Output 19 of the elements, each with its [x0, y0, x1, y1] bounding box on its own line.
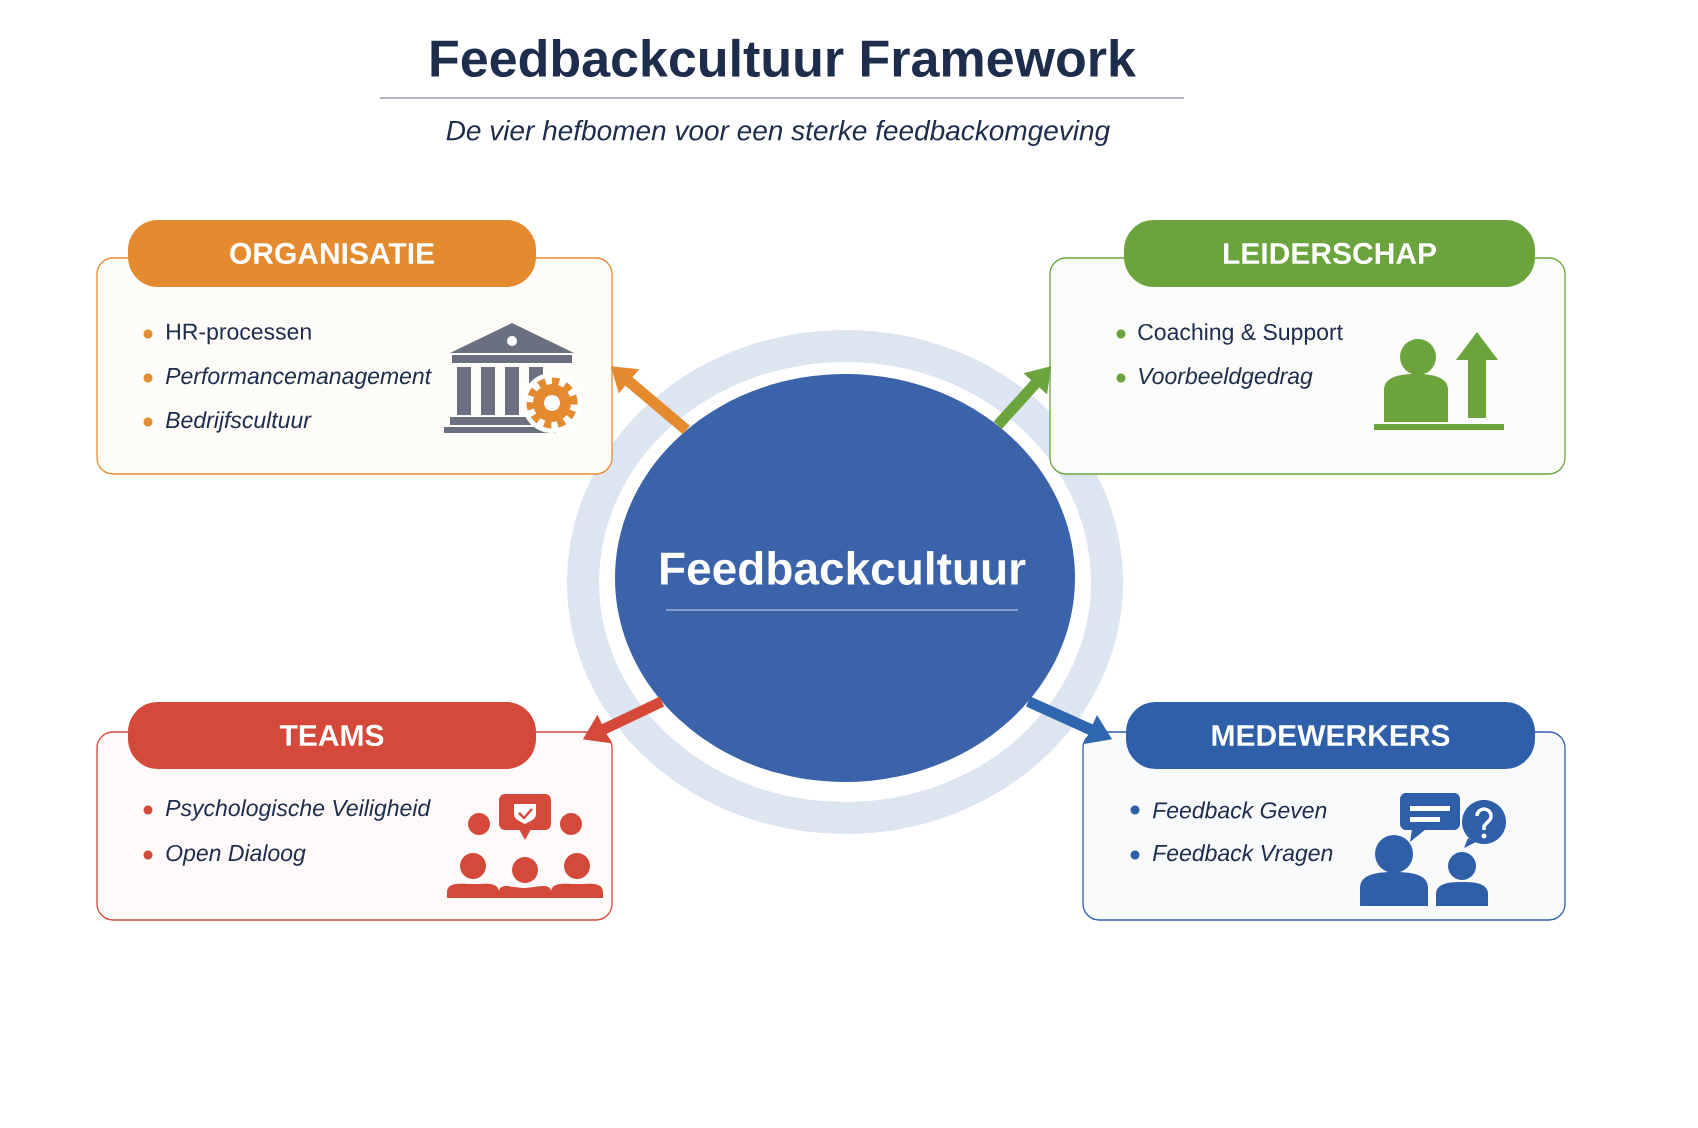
bullet-item: Open Dialoog — [143, 844, 306, 866]
subtitle: De vier hefbomen voor een sterke feedbackomgeving — [446, 119, 1110, 147]
card — [1082, 702, 1566, 921]
title: Feedbackcultuur Framework — [431, 38, 1136, 78]
header-pill: TEAMS — [128, 702, 536, 769]
card — [96, 702, 613, 921]
bullet-item: Feedback Vragen — [1130, 844, 1333, 866]
bullet-item: HR-processen — [143, 323, 311, 345]
header-pill: LEIDERSCHAP — [1124, 220, 1535, 287]
card — [1049, 220, 1566, 475]
bullet-item: Voorbeeldgedrag — [1116, 367, 1313, 389]
bullet-item: Coaching & Support — [1116, 323, 1343, 345]
bullet-item: Feedback Geven — [1130, 801, 1327, 819]
card — [96, 220, 613, 475]
header-pill: ORGANISATIE — [128, 220, 536, 287]
bullet-item: Psychologische Veiligheid — [143, 799, 431, 821]
bullet-item: Performancemanagement — [143, 367, 432, 389]
bullet-item: Bedrijfscultuur — [143, 411, 312, 433]
header-pill: MEDEWERKERS — [1126, 702, 1535, 769]
